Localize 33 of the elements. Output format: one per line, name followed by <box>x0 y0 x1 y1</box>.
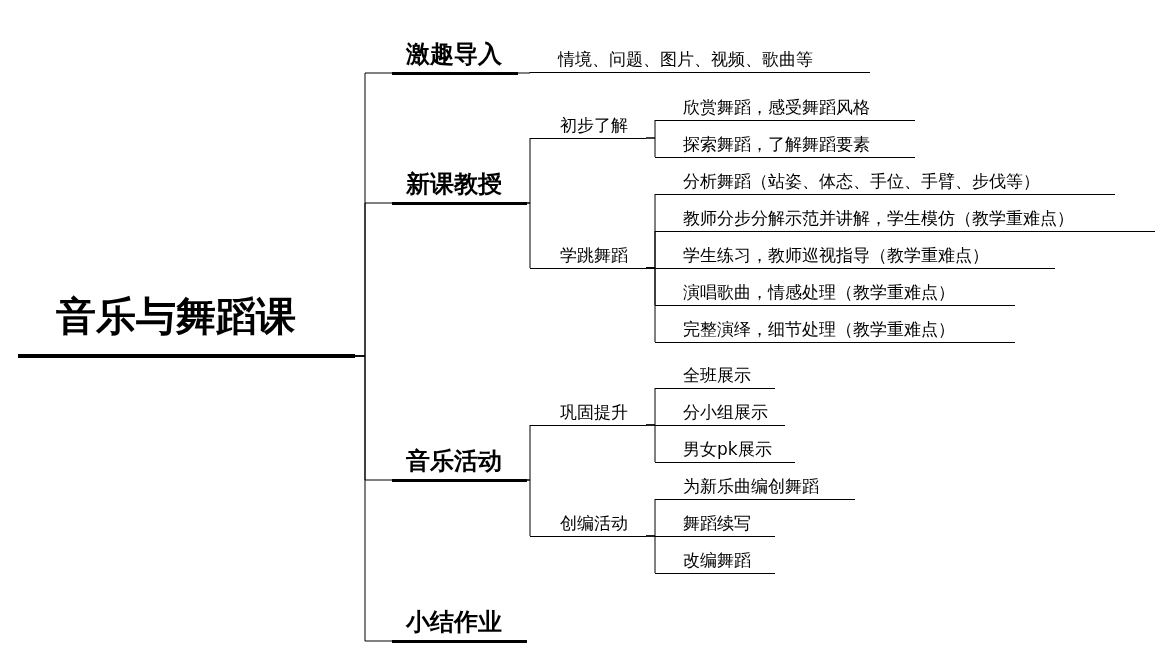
leaf-topic: 为新乐曲编创舞蹈 <box>655 468 855 500</box>
sub-branch: 巩固提升 <box>530 394 646 426</box>
connector-line <box>645 267 656 343</box>
main-branch: 新课教授 <box>392 161 527 205</box>
main-branch: 音乐活动 <box>392 438 527 482</box>
connector-line <box>526 137 531 204</box>
sub-branch: 学跳舞蹈 <box>530 237 646 269</box>
connector-line <box>526 424 531 481</box>
connector-line <box>517 71 531 74</box>
root-topic: 音乐与舞蹈课 <box>18 286 355 358</box>
leaf-topic: 分析舞蹈（站姿、体态、手位、手臂、步伐等） <box>655 163 1115 195</box>
leaf-topic: 完整演绎，细节处理（教学重难点） <box>655 311 1015 343</box>
connector-line <box>354 355 393 642</box>
leaf-topic: 教师分步分解示范并讲解，学生模仿（教学重难点） <box>655 200 1155 232</box>
connector-line <box>645 424 656 463</box>
connector-line <box>526 479 531 537</box>
leaf-topic: 情境、问题、图片、视频、歌曲等 <box>530 41 870 73</box>
leaf-topic: 欣赏舞蹈，感受舞蹈风格 <box>655 89 915 121</box>
leaf-topic: 改编舞蹈 <box>655 542 775 574</box>
leaf-topic: 演唱歌曲，情感处理（教学重难点） <box>655 274 1015 306</box>
sub-branch: 创编活动 <box>530 505 646 537</box>
main-branch: 激趣导入 <box>392 31 518 75</box>
leaf-topic: 学生练习，教师巡视指导（教学重难点） <box>655 237 1055 269</box>
leaf-topic: 男女pk展示 <box>655 431 795 463</box>
connector-line <box>645 535 656 574</box>
leaf-topic: 全班展示 <box>655 357 775 389</box>
sub-branch: 初步了解 <box>530 107 646 139</box>
connector-line <box>645 137 656 158</box>
main-branch: 小结作业 <box>392 599 527 643</box>
connector-line <box>526 202 531 269</box>
leaf-topic: 舞蹈续写 <box>655 505 775 537</box>
leaf-topic: 探索舞蹈，了解舞蹈要素 <box>655 126 915 158</box>
leaf-topic: 分小组展示 <box>655 394 785 426</box>
